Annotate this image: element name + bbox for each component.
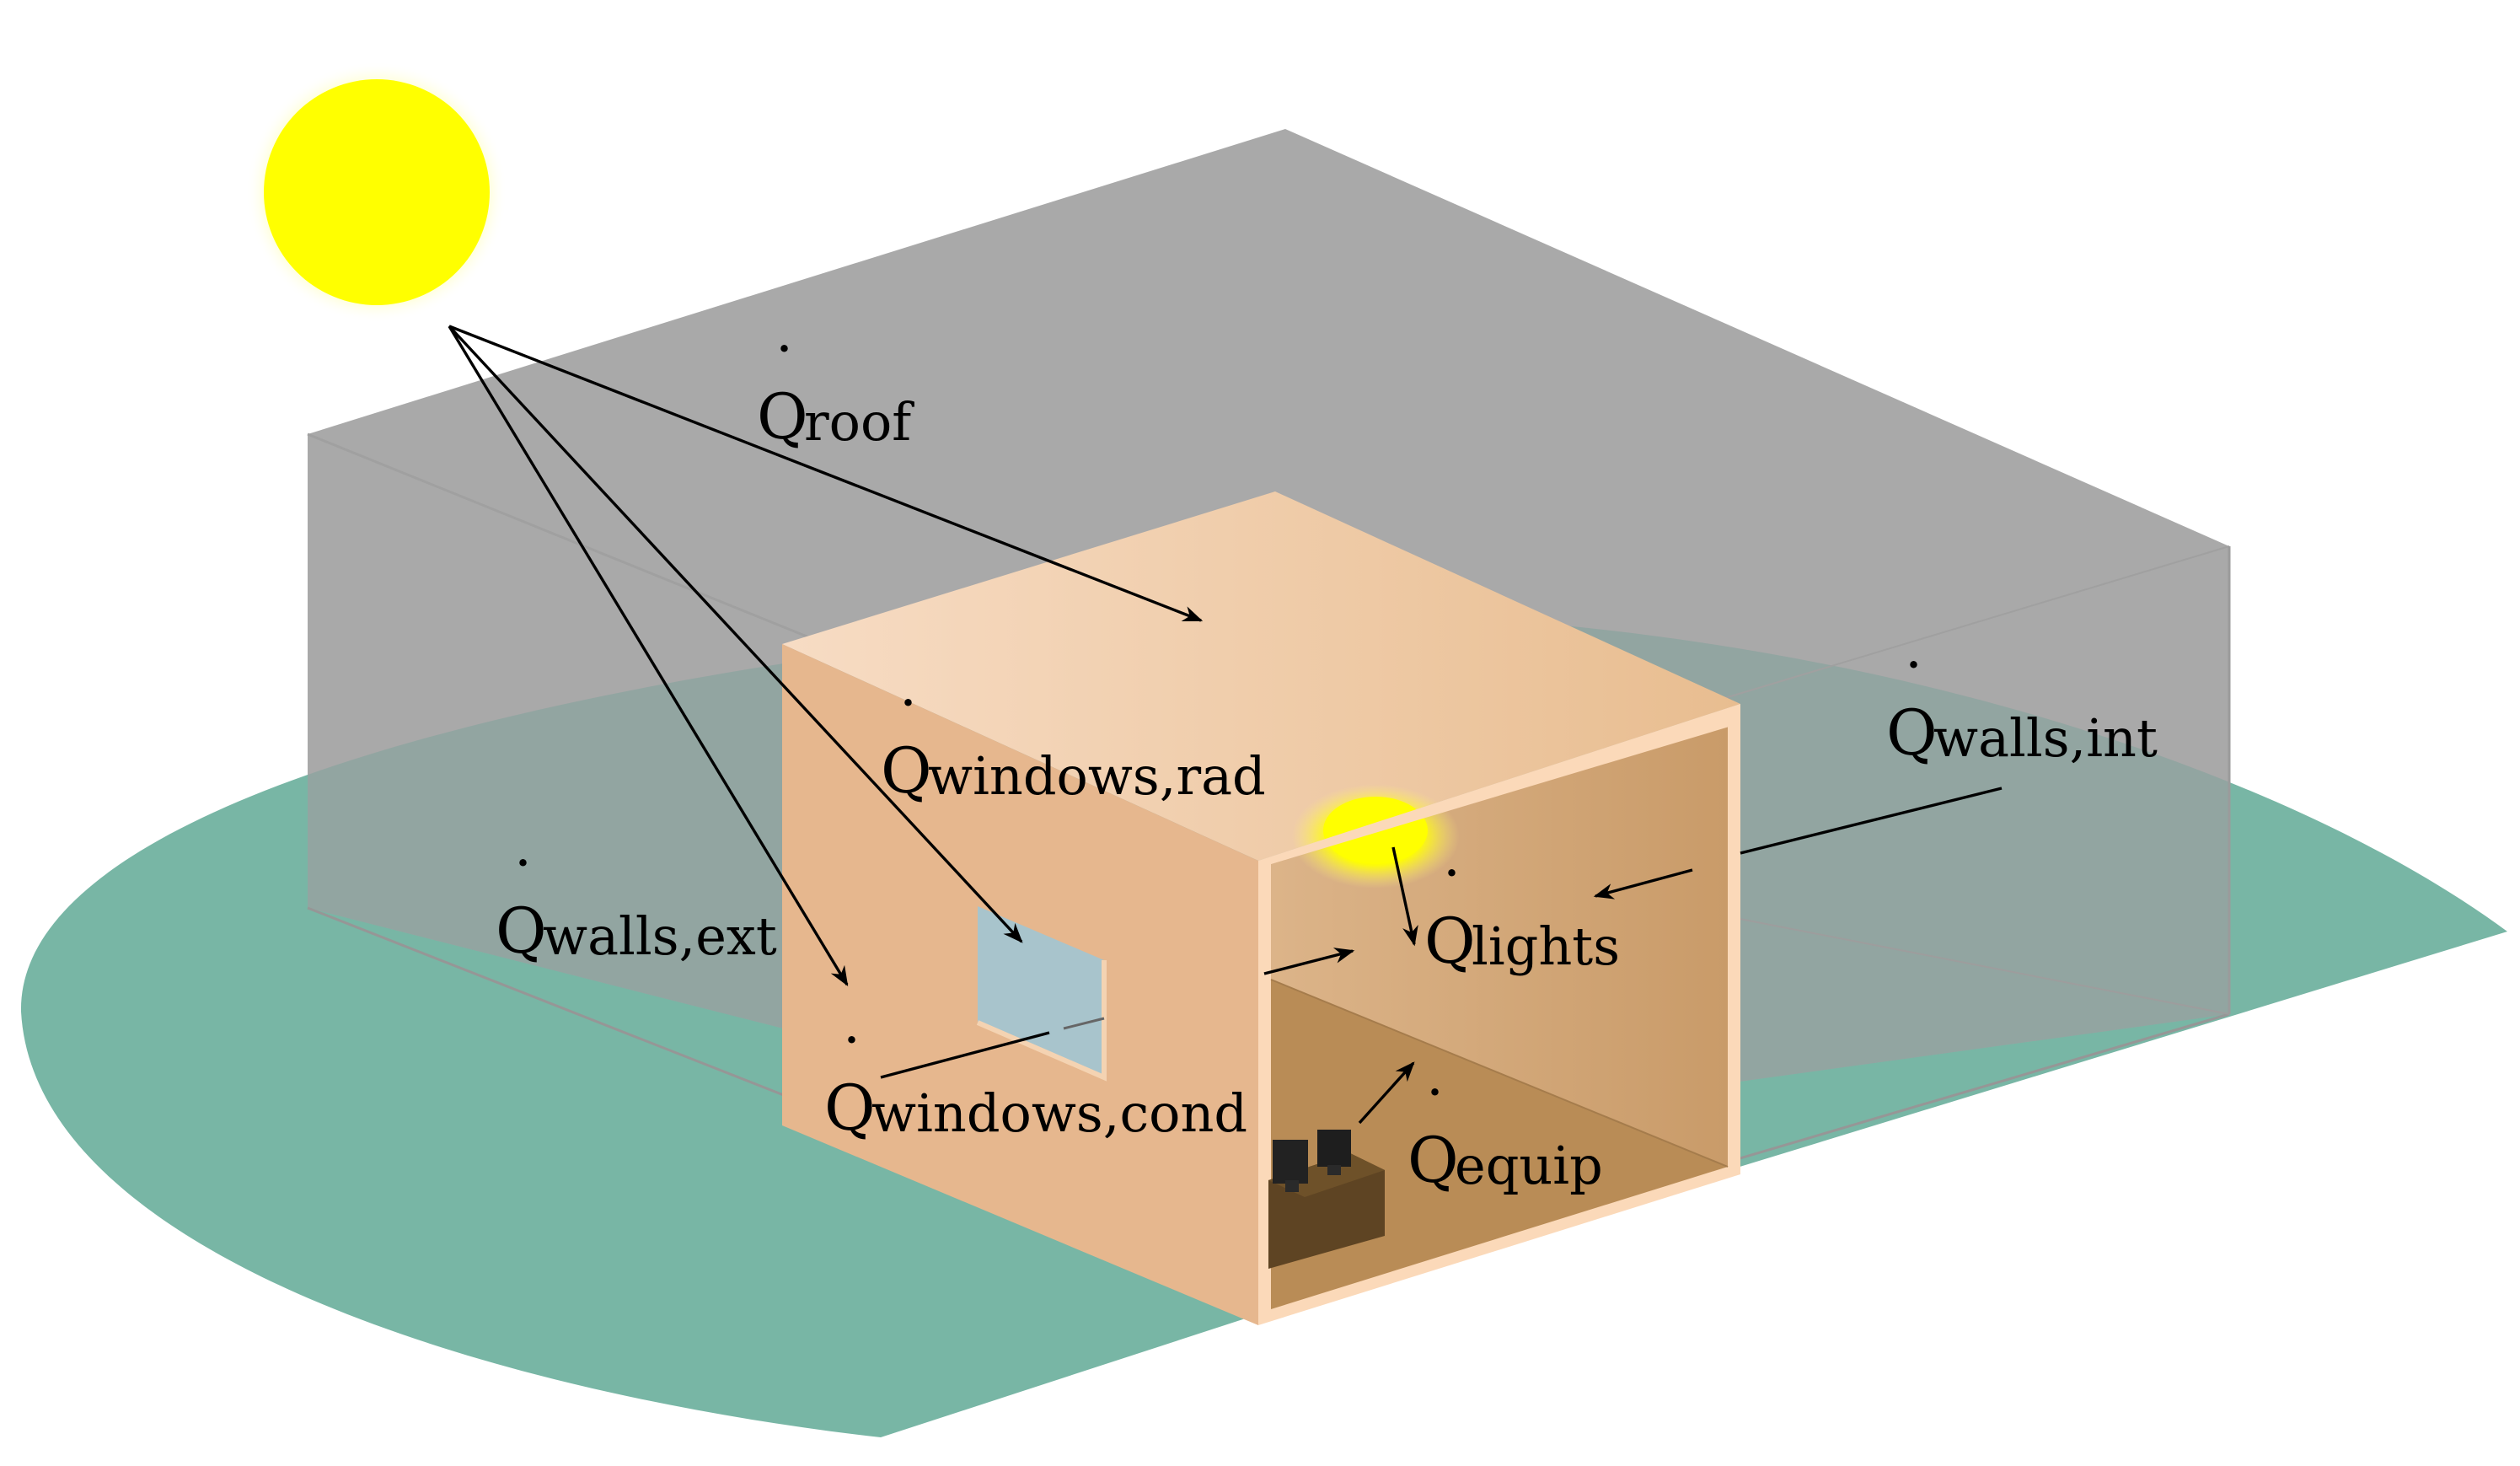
label-walls-int: Q ˙ walls,int — [1886, 652, 2158, 770]
label-roof-dot: ˙ — [769, 336, 800, 408]
equipment-stand — [1285, 1180, 1299, 1192]
arrow-walls-into-zone — [1263, 948, 1355, 975]
arrow-windows-rad — [448, 325, 1023, 943]
arrow-equip — [1358, 1061, 1415, 1125]
arrow-lights — [1391, 846, 1418, 947]
label-lights-dot: ˙ — [1436, 860, 1467, 932]
arrow-walls-int-inner — [1593, 868, 1693, 899]
label-windows-rad-sub: windows,rad — [928, 745, 1266, 807]
label-windows-cond-main: Q — [824, 1072, 876, 1145]
arrow-windows-cond — [880, 1031, 1050, 1079]
label-windows-cond-dot: ˙ — [836, 1027, 867, 1099]
label-walls-int-main: Q — [1886, 697, 1938, 770]
label-windows-cond: Q ˙ windows,cond — [824, 1027, 1247, 1145]
label-roof-main: Q — [757, 381, 808, 454]
label-walls-ext: Q ˙ walls,ext — [496, 850, 777, 968]
equipment-computer — [1317, 1130, 1351, 1167]
room-top-face — [782, 491, 1740, 861]
label-roof-sub: roof — [804, 391, 914, 453]
label-equip-sub: equip — [1455, 1135, 1603, 1196]
sun — [264, 79, 490, 305]
label-walls-ext-main: Q — [496, 895, 547, 968]
label-walls-ext-dot: ˙ — [507, 850, 539, 922]
label-equip: Q ˙ equip — [1407, 1079, 1603, 1197]
room-inner-corner — [1270, 979, 1729, 1168]
equipment-monitor — [1273, 1140, 1308, 1184]
room-inner-floor — [1271, 980, 1728, 1309]
arrow-windows-cond-inner — [1063, 1017, 1105, 1030]
arrow-roof — [448, 325, 1204, 622]
label-lights-main: Q — [1424, 905, 1476, 978]
label-equip-main: Q — [1407, 1125, 1459, 1197]
label-walls-ext-sub: walls,ext — [543, 905, 777, 967]
equipment-stand — [1327, 1165, 1341, 1175]
label-lights-sub: lights — [1472, 916, 1620, 977]
label-roof: Q ˙ roof — [757, 336, 914, 454]
label-windows-rad-dot: ˙ — [893, 690, 924, 762]
label-walls-int-dot: ˙ — [1898, 652, 1929, 724]
room-side-frame-top — [1258, 704, 1740, 864]
label-windows-rad-main: Q — [881, 735, 932, 808]
label-windows-cond-sub: windows,cond — [871, 1082, 1247, 1144]
arrow-walls-ext — [448, 325, 849, 987]
label-windows-rad: Q ˙ windows,rad — [881, 690, 1266, 808]
label-equip-dot: ˙ — [1419, 1079, 1450, 1152]
label-walls-int-sub: walls,int — [1933, 707, 2158, 769]
label-lights: Q ˙ lights — [1424, 860, 1620, 978]
arrow-walls-int — [1740, 787, 2003, 855]
